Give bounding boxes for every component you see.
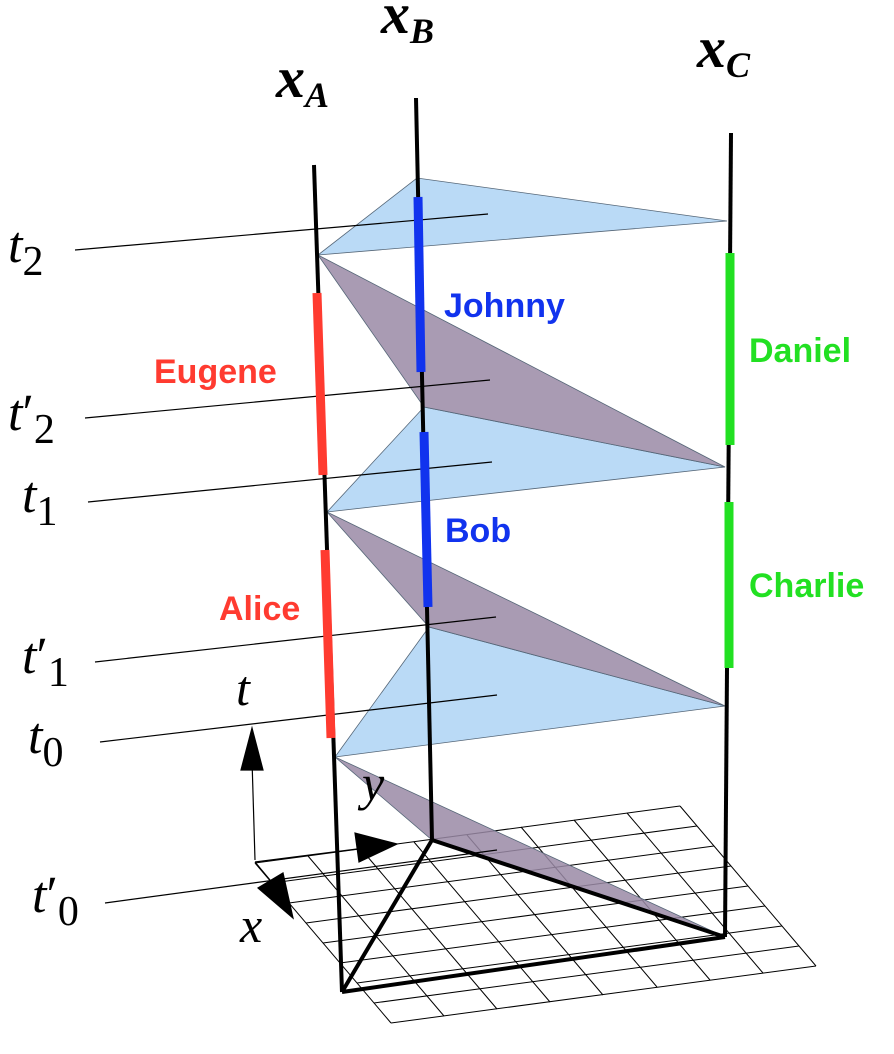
segment-bob	[419, 431, 433, 608]
coordinate-axes	[240, 725, 399, 920]
label-t2: t2	[8, 217, 43, 285]
ground-grid	[254, 805, 817, 1024]
plane-t2	[316, 177, 728, 256]
agent-label-daniel: Daniel	[749, 332, 851, 370]
t-axis-arrowhead	[240, 725, 264, 771]
label-t2-prime: t′2	[8, 385, 55, 453]
label-t1: t1	[22, 467, 57, 535]
label-xb: xB	[380, 0, 434, 51]
label-t0: t0	[28, 708, 63, 776]
y-axis-arrowhead	[354, 832, 399, 863]
axis-label-y: y	[357, 755, 385, 811]
agent-segments	[312, 196, 735, 739]
label-xc: xC	[696, 15, 751, 85]
pointer-t0-prime	[104, 849, 498, 904]
agent-label-johnny: Johnny	[444, 287, 565, 325]
axis-label-x: x	[239, 897, 262, 953]
plane-t0-prime	[334, 756, 726, 938]
segment-johnny	[413, 196, 426, 373]
x-axis-arrowhead	[256, 872, 294, 920]
label-xa: xA	[275, 45, 329, 115]
agent-label-alice: Alice	[219, 590, 300, 628]
agent-label-eugene: Eugene	[154, 353, 277, 391]
base-triangle	[340, 838, 726, 994]
segment-eugene	[312, 292, 328, 476]
agent-label-bob: Bob	[445, 512, 511, 550]
segment-alice	[320, 549, 336, 739]
label-t0-prime: t′0	[32, 867, 79, 935]
label-t1-prime: t′1	[22, 628, 69, 696]
axis-label-t: t	[236, 660, 251, 716]
agent-label-charlie: Charlie	[749, 567, 864, 605]
